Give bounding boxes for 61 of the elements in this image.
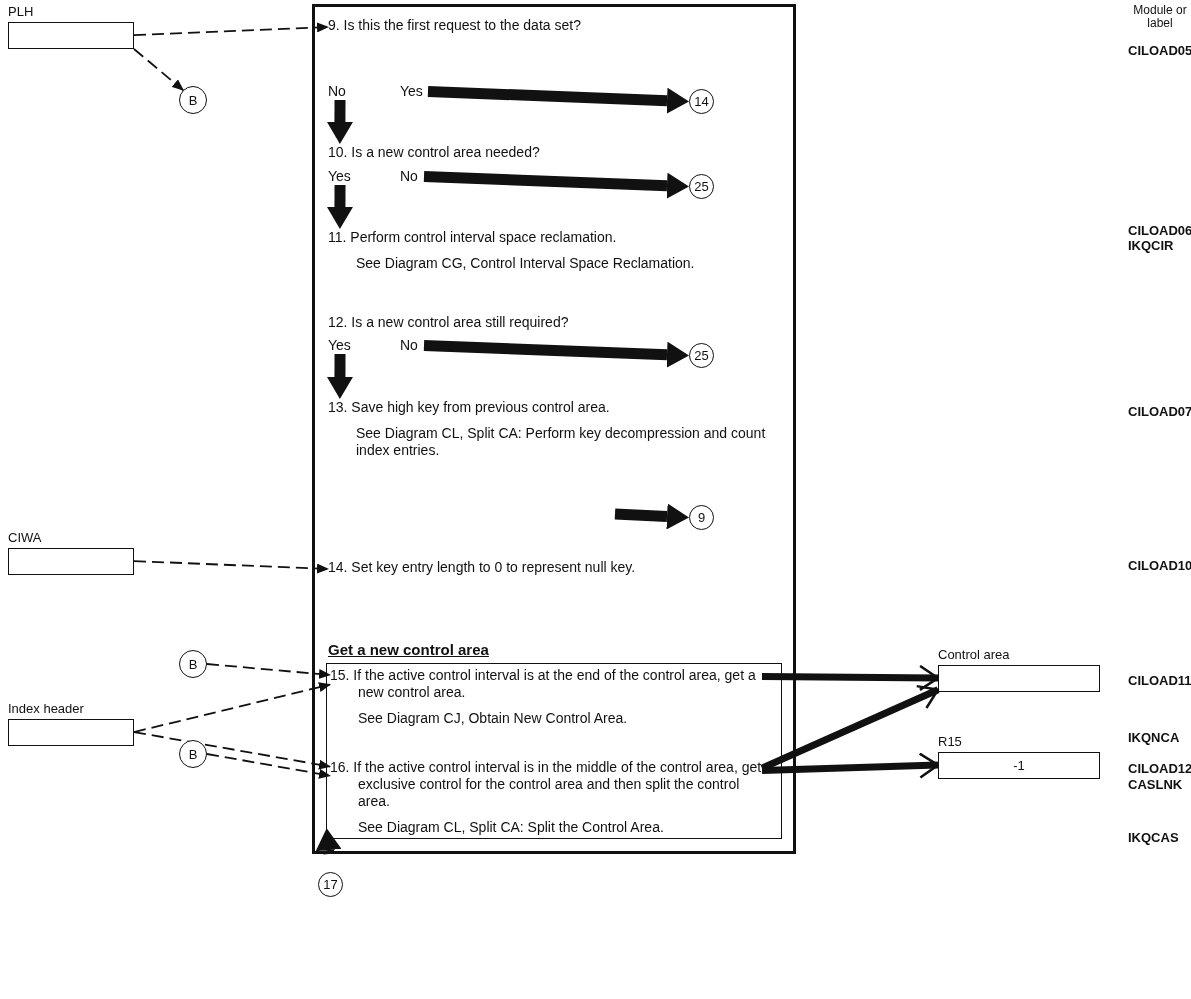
module-name: CILOAD07 [1128, 404, 1191, 419]
arrow [326, 100, 353, 144]
data-label: Control area [938, 647, 1010, 662]
module-name: IKQNCA [1128, 730, 1180, 745]
branch-label: Yes [328, 168, 356, 185]
step-text: 11. Perform control interval space reclamation. [328, 229, 618, 246]
arrow [206, 753, 331, 779]
arrow [206, 663, 331, 679]
field-value: -1 [1013, 758, 1025, 773]
module-name: CILOAD05 [1128, 43, 1191, 58]
connector-circle: B [179, 86, 207, 114]
branch-label: Yes [328, 337, 356, 354]
step-text: 15. If the active control interval is at the end of the control area, get a new control area. [330, 667, 757, 701]
arrow [427, 86, 689, 114]
branch-label: Yes [400, 83, 428, 100]
step-text: 14. Set key entry length to 0 to represent null key. [328, 559, 637, 576]
branch-label: No [400, 337, 424, 354]
connector-circle: 14 [689, 89, 714, 114]
arrow [326, 185, 353, 229]
step-text: 16. If the active control interval is in the middle of the control area, get exclusive control for the control area and then split the control area. [330, 759, 762, 810]
connector-circle: 17 [318, 872, 343, 897]
connector-circle: 9 [689, 505, 714, 530]
reference-note: See Diagram CG, Control Interval Space Reclamation. [355, 255, 696, 272]
arrow [761, 752, 940, 779]
module-name: CILOAD10 [1128, 558, 1191, 573]
step-text: 9. Is this the first request to the data set? [328, 17, 582, 34]
arrow [133, 560, 329, 574]
data-label: R15 [938, 734, 962, 749]
module-name: IKQCAS [1128, 830, 1179, 845]
column-heading: Module or label [1132, 4, 1188, 30]
arrow [133, 48, 185, 92]
reference-note: See Diagram CL, Split CA: Perform key decompression and count index entries. [355, 425, 767, 459]
group-heading: Get a new control area [328, 641, 489, 658]
connector-circle: B [179, 650, 207, 678]
step-text: 12. Is a new control area still required? [328, 314, 570, 331]
arrow [133, 731, 331, 770]
process-box [312, 4, 796, 854]
module-name: IKQCIR [1128, 238, 1174, 253]
branch-label: No [328, 83, 352, 100]
module-name: CASLNK [1128, 777, 1183, 792]
reference-note: See Diagram CL, Split CA: Split the Control Area. [357, 819, 665, 836]
connector-circle: B [179, 740, 207, 768]
connector-circle: 25 [689, 174, 714, 199]
reference-note: See Diagram CJ, Obtain New Control Area. [357, 710, 629, 727]
step-text: 10. Is a new control area needed? [328, 144, 541, 161]
step-text: 13. Save high key from previous control area. [328, 399, 611, 416]
connector-circle: 25 [689, 343, 714, 368]
arrow [614, 503, 689, 530]
data-label: Index header [8, 701, 84, 716]
data-label: CIWA [8, 530, 42, 545]
arrow [133, 22, 329, 36]
arrow [133, 682, 331, 733]
branch-label: No [400, 168, 424, 185]
data-label: PLH [8, 4, 34, 19]
arrow [326, 354, 353, 399]
module-name: CILOAD12 [1128, 761, 1191, 776]
arrow [423, 340, 689, 368]
arrow [761, 664, 940, 692]
module-name: CILOAD06 [1128, 223, 1191, 238]
module-name: CILOAD11 [1128, 673, 1191, 688]
arrow [423, 171, 689, 199]
